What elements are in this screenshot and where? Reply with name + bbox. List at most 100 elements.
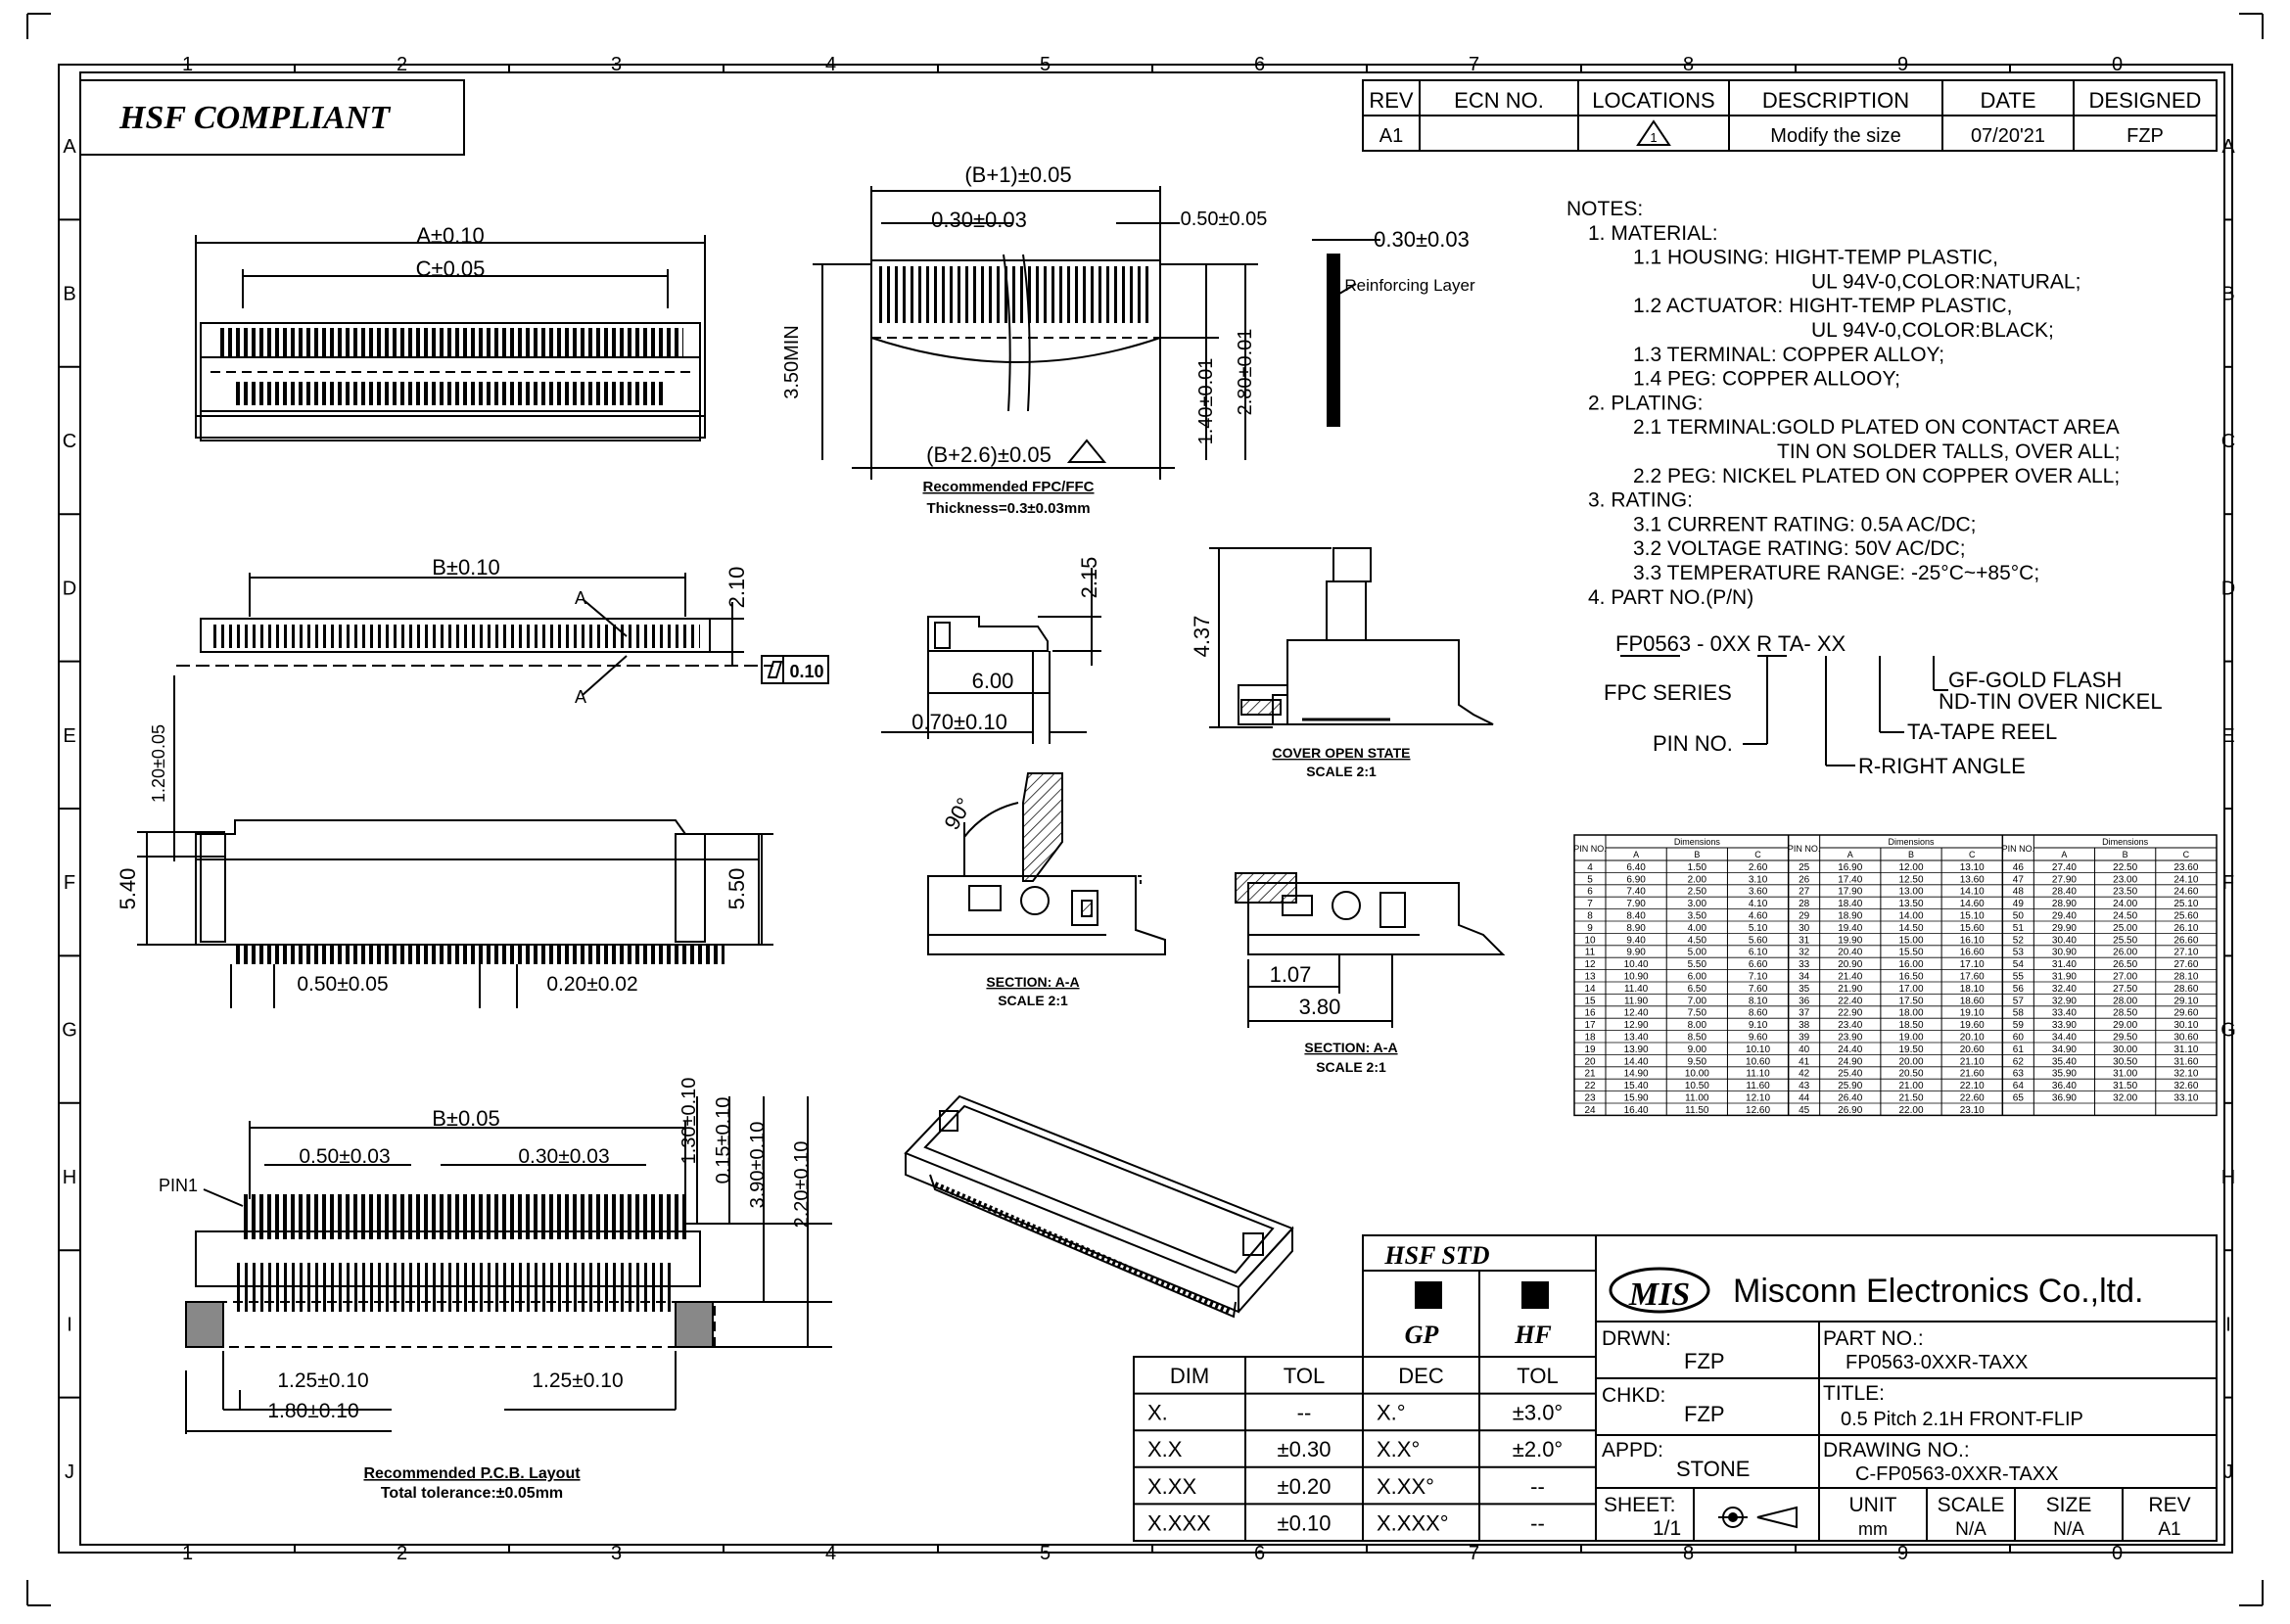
table-cell: 9.90 — [1626, 948, 1646, 958]
table-cell: 4.50 — [1688, 935, 1707, 946]
table-cell: 35.40 — [2052, 1056, 2077, 1067]
zone-row-label: E — [63, 725, 75, 747]
dim-1-30: 1.30±0.10 — [678, 1078, 700, 1165]
table-cell: 20.00 — [1898, 1056, 1923, 1067]
table-cell: 48 — [2013, 887, 2025, 898]
dim-1-25-left: 1.25±0.10 — [277, 1369, 368, 1392]
zone-column-label: 6 — [1254, 1543, 1265, 1564]
table-cell: 13 — [1584, 972, 1596, 983]
table-cell: 27.90 — [2052, 874, 2077, 885]
table-cell: 29.00 — [2113, 1020, 2137, 1031]
right-angle-label: R-RIGHT ANGLE — [1858, 754, 2026, 778]
table-cell: 11.10 — [1746, 1069, 1770, 1080]
zone-column-label: 8 — [1683, 1543, 1694, 1564]
tolerance-cell: X.XX — [1147, 1474, 1196, 1499]
table-cell: 44 — [1799, 1093, 1810, 1104]
table-cell: 33 — [1799, 959, 1810, 970]
note-line: 3.2 VOLTAGE RATING: 50V AC/DC; — [1633, 537, 1966, 560]
note-line: UL 94V-0,COLOR:NATURAL; — [1811, 270, 2080, 293]
table-cell: 9.60 — [1749, 1033, 1768, 1044]
top-view — [195, 235, 706, 441]
table-cell: 13.00 — [1898, 887, 1923, 898]
note-line: 4. PART NO.(P/N) — [1588, 586, 1753, 609]
table-sub-header: A — [1633, 850, 1639, 859]
section-aa-title-left: SECTION: A-A — [986, 974, 1079, 990]
table-cell: 6.10 — [1749, 948, 1768, 958]
table-cell: 12.90 — [1624, 1020, 1649, 1031]
zone-row-label: F — [2222, 872, 2234, 894]
table-cell: 17 — [1584, 1020, 1596, 1031]
table-cell: 25.60 — [2173, 911, 2198, 922]
table-cell: 11.90 — [1624, 996, 1649, 1006]
company-logo: MIS — [1609, 1267, 1710, 1314]
chkd-value: FZP — [1684, 1402, 1725, 1426]
table-cell: 10.10 — [1746, 1044, 1770, 1055]
title-value: 0.5 Pitch 2.1H FRONT-FLIP — [1841, 1409, 2083, 1430]
table-cell: 6.40 — [1626, 862, 1646, 873]
dim-b-plus-1: (B+1)±0.05 — [964, 162, 1071, 187]
table-cell: 9.10 — [1749, 1020, 1768, 1031]
table-cell: 19.50 — [1898, 1044, 1923, 1055]
table-cell: 53 — [2013, 948, 2025, 958]
table-cell: 19.00 — [1898, 1033, 1923, 1044]
table-cell: 49 — [2013, 899, 2025, 909]
sheet-label: SHEET: — [1604, 1494, 1676, 1516]
table-cell: 25.10 — [2173, 899, 2198, 909]
table-cell: 15 — [1584, 996, 1596, 1006]
table-cell: 10 — [1584, 935, 1596, 946]
zone-row-label: D — [63, 578, 76, 599]
table-cell: 3.10 — [1749, 874, 1768, 885]
fpc-view — [813, 186, 1380, 480]
table-cell: 28.40 — [2052, 887, 2077, 898]
table-cell: 28.00 — [2113, 996, 2137, 1006]
table-cell: 22.50 — [2113, 862, 2137, 873]
location-value: 1 — [1650, 130, 1657, 145]
note-line: 3. RATING: — [1588, 489, 1693, 512]
table-cell: 14.50 — [1898, 923, 1923, 934]
drwn-label: DRWN: — [1602, 1327, 1671, 1350]
table-sub-header: C — [1969, 850, 1976, 859]
table-cell: 8.00 — [1688, 1020, 1707, 1031]
zone-row-label: G — [2220, 1020, 2236, 1042]
tolerance-cell: X.° — [1377, 1401, 1406, 1425]
table-cell: 4.00 — [1688, 923, 1707, 934]
table-cell: 11.40 — [1624, 984, 1649, 995]
table-cell: 8.10 — [1749, 996, 1768, 1006]
dim-b-top: B±0.10 — [432, 555, 500, 580]
dim-c: C±0.05 — [416, 256, 486, 281]
part-code: FP0563 - 0XX R TA- XX — [1615, 631, 1846, 656]
reinforcing-layer-label: Reinforcing Layer — [1344, 276, 1475, 295]
dim-3-90: 3.90±0.10 — [747, 1122, 769, 1209]
table-cell: 4.60 — [1749, 911, 1768, 922]
table-cell: 57 — [2013, 996, 2025, 1006]
flatness-value: 0.10 — [789, 662, 823, 681]
mis-logo-text: MIS — [1628, 1276, 1690, 1313]
table-cell: 17.50 — [1898, 996, 1923, 1006]
zone-row-label: D — [2221, 578, 2235, 599]
table-cell: 17.90 — [1838, 887, 1862, 898]
zone-row-label: H — [63, 1167, 76, 1188]
dim-2-80: 2.80±0.01 — [1235, 329, 1256, 416]
table-cell: 7.90 — [1626, 899, 1646, 909]
zone-row-label: E — [2221, 725, 2234, 747]
zone-column-label: 9 — [1897, 54, 1908, 75]
table-cell: 12.60 — [1746, 1105, 1770, 1116]
table-cell: 34 — [1799, 972, 1810, 983]
table-cell: 56 — [2013, 984, 2025, 995]
zone-row-label: B — [63, 284, 75, 305]
table-cell: 7 — [1587, 899, 1593, 909]
table-cell: 23.10 — [1960, 1105, 1985, 1116]
section-mark-a-top: A — [575, 588, 586, 608]
table-cell: 24.50 — [2113, 911, 2137, 922]
designed-value: FZP — [2126, 125, 2164, 147]
unit-value: mm — [1858, 1519, 1888, 1539]
table-cell: 24.40 — [1838, 1044, 1862, 1055]
table-cell: 11 — [1585, 948, 1596, 958]
table-dim-header: Dimensions — [1674, 837, 1721, 847]
table-cell: 60 — [2013, 1033, 2025, 1044]
table-cell: 22.40 — [1838, 996, 1862, 1006]
table-cell: 21.90 — [1838, 984, 1862, 995]
table-cell: 11.60 — [1746, 1081, 1770, 1091]
note-line: 3.3 TEMPERATURE RANGE: -25°C~+85°C; — [1633, 562, 2039, 584]
section-aa-scale-left: SCALE 2:1 — [998, 993, 1068, 1008]
